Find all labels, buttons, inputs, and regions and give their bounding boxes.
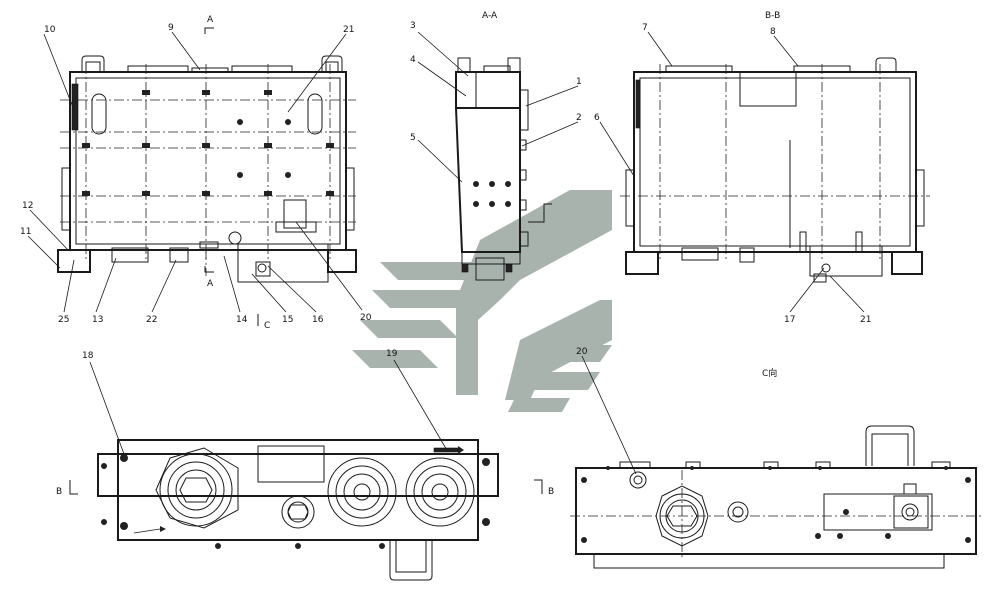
section-b-b-view: [620, 57, 930, 283]
callout-21-b: 21: [860, 315, 871, 325]
title-view-c: C向: [762, 367, 777, 379]
callout-15: 15: [282, 315, 293, 325]
callout-22: 21: [343, 25, 354, 35]
callout-11: 11: [20, 227, 31, 237]
callout-14: 14: [236, 315, 248, 325]
callout-13: 13: [92, 315, 103, 325]
callout-20: 20: [576, 347, 588, 357]
callouts: 10 9 21 12 11 25 13 22 14 15 16 20 3 4 5…: [20, 21, 871, 475]
watermark-logo: [352, 190, 612, 412]
callout-2: 2: [576, 113, 582, 123]
section-mark-a-bottom: A: [207, 279, 214, 289]
c-direction-view: [570, 425, 982, 569]
callout-1: 1: [576, 77, 582, 87]
callout-21-a: 20: [360, 313, 372, 323]
section-a-a-view: [454, 57, 552, 281]
callout-10: 10: [44, 25, 56, 35]
callout-5: 5: [410, 133, 416, 143]
callout-6: 6: [594, 113, 600, 123]
callout-9: 9: [168, 23, 174, 33]
callout-23: 22: [146, 315, 157, 325]
section-mark-b-right: B: [548, 487, 554, 497]
plan-view: [97, 439, 499, 581]
callout-3: 3: [410, 21, 416, 31]
section-markers: A A C B B: [56, 15, 554, 497]
callout-4: 4: [410, 55, 416, 65]
section-mark-b-left: B: [56, 487, 62, 497]
front-view: [57, 55, 357, 283]
callout-8: 8: [770, 27, 776, 37]
section-mark-c: C: [264, 321, 270, 331]
callout-19: 19: [386, 349, 398, 359]
callout-7: 7: [642, 23, 648, 33]
title-section-aa: A-A: [482, 11, 498, 21]
title-section-bb: B-B: [765, 11, 780, 21]
callout-16: 16: [312, 315, 324, 325]
callout-25: 25: [58, 315, 69, 325]
section-mark-a-top: A: [207, 15, 214, 25]
callout-18: 18: [82, 351, 94, 361]
callout-17: 17: [784, 315, 795, 325]
callout-12: 12: [22, 201, 33, 211]
